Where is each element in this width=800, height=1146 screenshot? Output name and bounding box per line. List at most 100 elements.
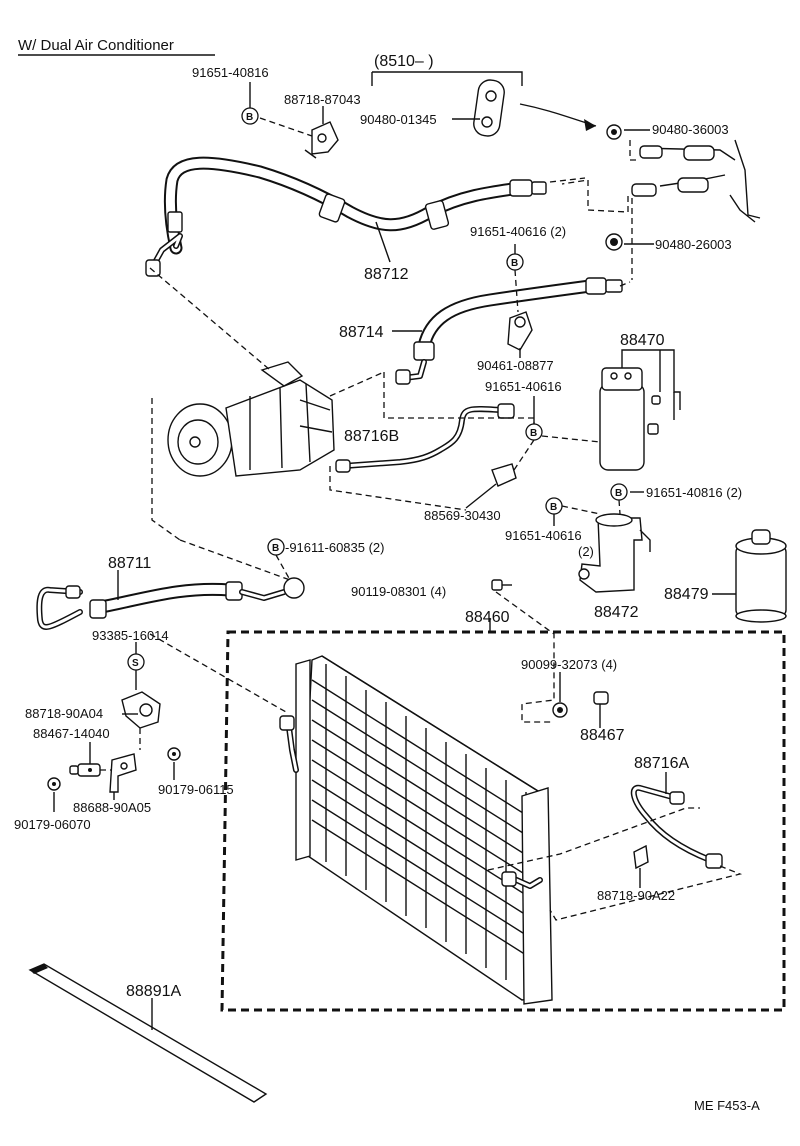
label-88718-87043: 88718-87043 [284, 92, 361, 107]
label-90480-26003: 90480-26003 [655, 237, 732, 252]
dash-88472-bolts [561, 499, 621, 515]
label-88467: 88467 [580, 727, 625, 744]
svg-text:B: B [511, 258, 518, 269]
svg-text:S: S [132, 658, 139, 669]
label-91651-40616: 91651-40616 [485, 379, 562, 394]
label-90480-01345: 90480-01345 [360, 112, 437, 127]
label-88569-30430: 88569-30430 [424, 508, 501, 523]
dash-compressor-links [149, 267, 271, 541]
dash-compressor-88714 [329, 371, 385, 397]
label-91651-40816-2: 91651-40816 (2) [646, 485, 742, 500]
bolt-symbol-4: B [267, 538, 285, 556]
dash-left-parts [100, 728, 141, 771]
clip-88569-30430 [491, 463, 517, 487]
footer-code: ME F453-A [694, 1098, 760, 1113]
nut-90480-26003 [605, 233, 623, 251]
screw-symbol: S [127, 653, 145, 671]
leader-88569-30430 [465, 483, 497, 509]
bracket-line [371, 71, 523, 86]
condenser-group-box [220, 630, 786, 1012]
label-qty-2: (2) [578, 544, 594, 559]
label-88460: 88460 [465, 609, 510, 626]
arrow-head [584, 119, 596, 131]
label-91651-40616-2: 91651-40616 (2) [470, 224, 566, 239]
dash-bolt-clip [259, 117, 313, 137]
label-88470: 88470 [620, 332, 665, 349]
label-88716A: 88716A [634, 755, 689, 772]
switch-88467-14040 [69, 763, 101, 777]
clip-88718-90A04 [121, 691, 161, 729]
arrow-shaft [519, 103, 597, 127]
condenser-88460 [279, 655, 553, 1005]
label-93385-16014: 93385-16014 [92, 628, 169, 643]
hose-88712 [145, 156, 547, 277]
label-88472: 88472 [594, 604, 639, 621]
label-90461-08877: 90461-08877 [477, 358, 554, 373]
label-90179-06070: 90179-06070 [14, 817, 91, 832]
dash-88716A-links [487, 807, 743, 921]
label-88688-90A05: 88688-90A05 [73, 800, 151, 815]
leader-88712 [375, 221, 391, 263]
clip-88718-90A22 [633, 844, 649, 870]
label-91611-60835: -91611-60835 (2) [285, 540, 385, 555]
label-88891A: 88891A [126, 983, 181, 1000]
label-90119-08301: 90119-08301 (4) [351, 584, 446, 599]
label-90480-36003: 90480-36003 [652, 122, 729, 137]
diagram-title: W/ Dual Air Conditioner [18, 37, 174, 54]
seal-88891A [28, 963, 268, 1103]
dash-bolt4 [275, 554, 291, 581]
label-88718-90A22: 88718-90A22 [597, 888, 675, 903]
bolt-symbol-2: B [506, 253, 524, 271]
bracket-90480-01345 [473, 79, 505, 137]
dash-88711-condenser [149, 633, 287, 713]
nut-90480-36003 [606, 124, 622, 140]
receiver-drier-88470 [599, 367, 661, 471]
compressor [167, 361, 335, 477]
label-91651-40616-b: 91651-40616 [505, 528, 582, 543]
svg-text:B: B [615, 488, 622, 499]
refrigerant-can-88479 [735, 529, 787, 623]
nut-90179-06070 [47, 777, 61, 791]
bolt-symbol-6: B [610, 483, 628, 501]
bolt-88467 [593, 691, 609, 718]
dash-88714-valve [619, 281, 631, 287]
clip-88718-87043 [304, 121, 339, 159]
expansion-valve-assembly [631, 139, 761, 223]
bolt-90119-08301 [491, 579, 512, 591]
bolt-symbol-3: B [525, 423, 543, 441]
dash-88712-valve [549, 177, 586, 183]
svg-text:B: B [530, 428, 537, 439]
label-91651-40816-top: 91651-40816 [192, 65, 269, 80]
bolt-symbol-5: B [545, 497, 563, 515]
nut-90099-32073 [552, 702, 568, 718]
label-88718-90A04: 88718-90A04 [25, 706, 103, 721]
label-90179-06115: 90179-06115 [158, 782, 234, 797]
clamp-90461-08877 [507, 311, 533, 351]
label-88712: 88712 [364, 266, 409, 283]
dash-90119-link [495, 591, 555, 723]
bracket-88472 [578, 513, 651, 593]
hose-88711 [36, 577, 305, 630]
dash-88716B-lower [329, 439, 535, 511]
label-88479: 88479 [664, 586, 709, 603]
svg-text:B: B [272, 543, 279, 554]
pipe-88716B [335, 403, 515, 473]
label-88467-14040: 88467-14040 [33, 726, 110, 741]
dash-bolt2-clamp [514, 269, 519, 313]
bolt-symbol-1: B [241, 107, 259, 125]
dash-88716B-links [383, 372, 601, 443]
svg-text:B: B [550, 502, 557, 513]
svg-text:B: B [246, 112, 253, 123]
pipe-88716A [630, 784, 723, 869]
hose-88714 [395, 277, 623, 385]
bracket-label: (8510– ) [374, 53, 434, 70]
label-88714: 88714 [339, 324, 384, 341]
label-88711: 88711 [108, 555, 151, 572]
nut-90179-06115 [167, 747, 181, 761]
dash-valve-links [561, 140, 640, 213]
label-90099-32073: 90099-32073 (4) [521, 657, 617, 672]
label-88716B: 88716B [344, 428, 399, 445]
bracket-88688-90A05 [109, 753, 137, 793]
